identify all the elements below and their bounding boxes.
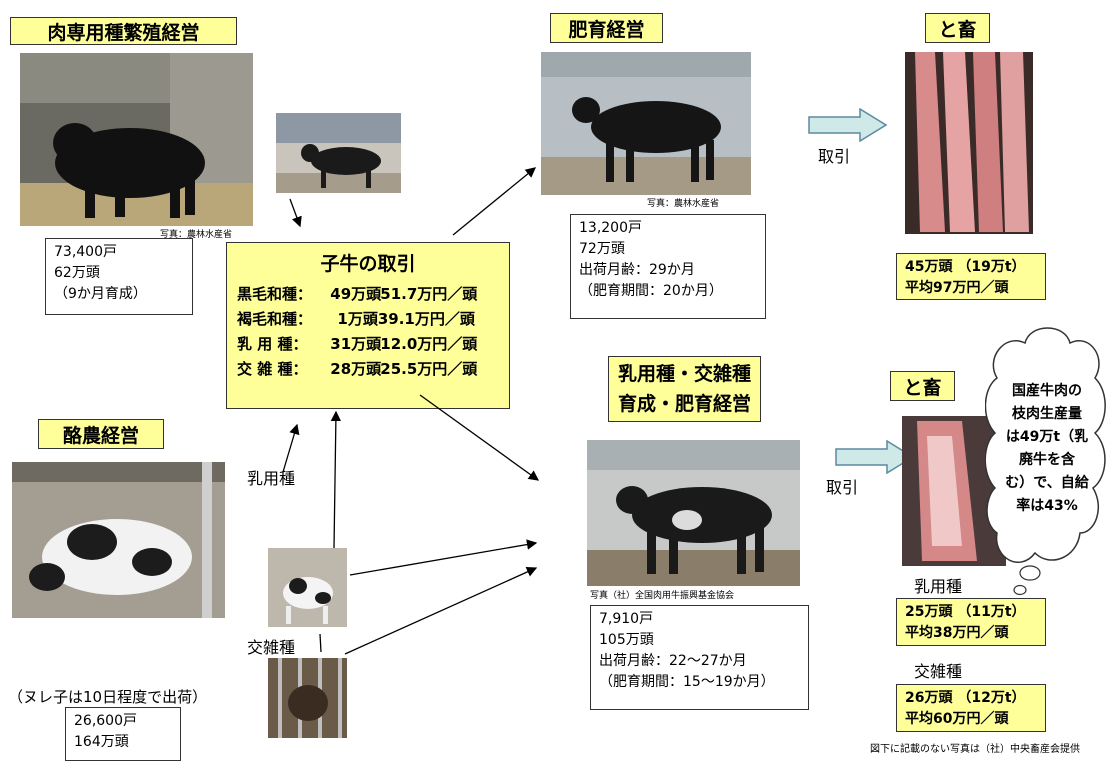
calf-trade-row: 乳 用 種： 31万頭 12.0万円／頭 — [237, 332, 499, 357]
dairy-cross-fattening-title-line1: 乳用種・交雑種 — [617, 363, 751, 385]
calf-trade-breed: 黒毛和種： — [237, 285, 313, 303]
dairy-cross-photo-credit: 写真（社）全国肉用牛振興基金協会 — [590, 591, 735, 601]
black-cow-photo — [20, 53, 253, 226]
calf-trade-breed: 交 雑 種： — [237, 360, 308, 378]
breeding-head-count: 62万頭 — [54, 265, 100, 281]
calf-trade-row: 褐毛和種： 1万頭 39.1万円／頭 — [237, 307, 499, 332]
calf-trade-breed: 乳 用 種： — [237, 335, 308, 353]
slaughter-dairy-volume: 25万頭 （11万t） — [905, 604, 1026, 620]
calf-trade-count: 1万頭 — [332, 310, 378, 328]
dairy-cross-period: （肥育期間：15～19か月） — [599, 674, 775, 690]
arrow-dairy-calf-to-fattening-icon — [349, 539, 538, 576]
footer-credit: 図下に記載のない写真は（社）中央畜産会提供 — [870, 744, 1080, 755]
cloud-text: 国産牛肉の 枝肉生産量 は49万t（乳 廃牛を含 む）で、自給 率は43% — [997, 380, 1097, 518]
calf-photo — [276, 113, 401, 193]
dairy-cow-photo — [12, 462, 225, 618]
cloud-line: 枝肉生産量 — [1012, 406, 1082, 422]
breeding-rearing-period: （9か月育成） — [54, 286, 147, 302]
dairy-cross-cow-photo — [587, 440, 800, 586]
fattening-period: （肥育期間：20か月） — [579, 283, 723, 299]
arrow-dairy-calf-to-trade-icon — [330, 410, 342, 549]
carcass-photo-bottom — [902, 416, 1006, 566]
trade-arrow-top-icon — [808, 108, 888, 142]
dairy-breed-label: 乳用種 — [247, 469, 296, 488]
cross-breed-label: 交雑種 — [247, 638, 296, 657]
calf-trade-title: 子牛の取引 — [320, 253, 416, 275]
calf-trade-price: 25.5万円／頭 — [380, 360, 478, 378]
trade-label-bottom: 取引 — [826, 478, 859, 497]
dairy-note: （ヌレ子は10日程度で出荷） — [8, 688, 208, 706]
slaughter-top-volume: 45万頭 （19万t） — [905, 259, 1026, 275]
cloud-line: 廃牛を含 — [1019, 452, 1075, 468]
breeding-households: 73,400戸 — [54, 244, 117, 260]
calf-trade-breed: 褐毛和種： — [237, 310, 313, 328]
fattening-shipping-age: 出荷月齢：29か月 — [579, 262, 695, 278]
calf-trade-price: 39.1万円／頭 — [377, 310, 475, 328]
trade-label-top: 取引 — [818, 147, 851, 166]
slaughter-top-info: 45万頭 （19万t） 平均97万円／頭 — [896, 253, 1046, 300]
dairy-households: 26,600戸 — [74, 713, 137, 729]
breeding-title: 肉専用種繁殖経営 — [10, 17, 237, 45]
fattening-cow-photo — [541, 52, 751, 195]
dairy-title: 酪農経営 — [38, 419, 164, 449]
dairy-info-box: 26,600戸 164万頭 — [65, 707, 181, 761]
slaughter-bottom-title: と畜 — [890, 371, 955, 401]
arrow-cross-calf-to-fattening-icon — [344, 566, 538, 655]
dairy-head-count: 164万頭 — [74, 734, 129, 750]
slaughter-cross-volume: 26万頭 （12万t） — [905, 690, 1026, 706]
slaughter-cross-price: 平均60万円／頭 — [905, 711, 1009, 727]
arrow-trade-to-fattening-icon — [452, 167, 537, 236]
slaughter-dairy-info: 25万頭 （11万t） 平均38万円／頭 — [896, 598, 1046, 646]
slaughter-cross-info: 26万頭 （12万t） 平均60万円／頭 — [896, 684, 1046, 732]
slaughter-dairy-label: 乳用種 — [914, 577, 963, 596]
calf-trade-row: 交 雑 種： 28万頭 25.5万円／頭 — [237, 357, 499, 382]
cross-calf-connector — [319, 633, 322, 653]
cross-calf-photo — [268, 658, 347, 738]
slaughter-top-title: と畜 — [925, 13, 990, 43]
dairy-cross-shipping-age: 出荷月齢：22～27か月 — [599, 653, 747, 669]
fattening-households: 13,200戸 — [579, 220, 642, 236]
cloud-line: 率は43% — [1016, 498, 1078, 514]
trade-arrow-bottom-icon — [835, 440, 915, 474]
dairy-cross-fattening-title: 乳用種・交雑種 育成・肥育経営 — [608, 356, 761, 422]
cloud-line: む）で、自給 — [1005, 475, 1089, 491]
calf-trade-count: 49万頭 — [330, 285, 382, 303]
calf-trade-count: 31万頭 — [330, 335, 382, 353]
slaughter-dairy-price: 平均38万円／頭 — [905, 625, 1009, 641]
dairy-cross-fattening-title-line2: 育成・肥育経営 — [617, 393, 751, 415]
fattening-head-count: 72万頭 — [579, 241, 625, 257]
dairy-cross-head-count: 105万頭 — [599, 632, 654, 648]
calf-trade-row: 黒毛和種： 49万頭 51.7万円／頭 — [237, 282, 499, 307]
calf-trade-count: 28万頭 — [330, 360, 382, 378]
calf-trade-box: 子牛の取引 黒毛和種： 49万頭 51.7万円／頭 褐毛和種： 1万頭 39.1… — [226, 242, 510, 409]
fattening-title: 肥育経営 — [550, 13, 663, 43]
fattening-photo-credit: 写真：農林水産省 — [647, 199, 720, 209]
slaughter-top-price: 平均97万円／頭 — [905, 280, 1009, 296]
fattening-info-box: 13,200戸 72万頭 出荷月齢：29か月 （肥育期間：20か月） — [570, 214, 766, 319]
cloud-line: は49万t（乳 — [1005, 429, 1089, 445]
cloud-callout-shape — [985, 327, 1106, 596]
arrow-calf-to-trade-icon — [289, 198, 302, 228]
dairy-calf-photo — [268, 548, 347, 627]
calf-trade-price: 12.0万円／頭 — [380, 335, 478, 353]
breeding-info-box: 73,400戸 62万頭 （9か月育成） — [45, 238, 193, 315]
cloud-line: 国産牛肉の — [1012, 383, 1082, 399]
carcass-photo-top — [905, 52, 1033, 234]
dairy-cross-households: 7,910戸 — [599, 611, 654, 627]
calf-trade-price: 51.7万円／頭 — [380, 285, 478, 303]
slaughter-cross-label: 交雑種 — [914, 662, 963, 681]
dairy-cross-info-box: 7,910戸 105万頭 出荷月齢：22～27か月 （肥育期間：15～19か月） — [590, 605, 809, 710]
breeding-photo-credit: 写真：農林水産省 — [160, 230, 233, 240]
